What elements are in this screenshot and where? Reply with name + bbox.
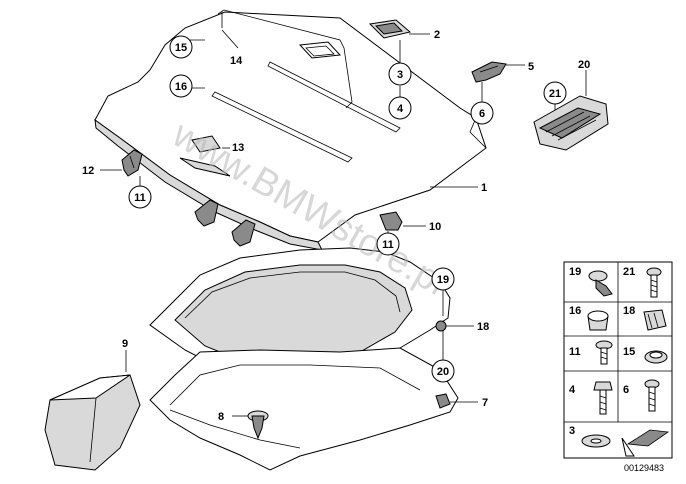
diagram-reference-number: 00129483 [624,463,664,473]
callout-14: 14 [230,55,243,67]
leader-lines [100,29,587,417]
legend-15: 15 [623,346,635,358]
callout-7: 7 [482,397,488,409]
legend-18: 18 [623,305,635,317]
callout-6: 6 [479,108,485,120]
callout-4: 4 [397,103,404,115]
callout-11a: 11 [134,192,146,204]
callout-17: 18 [477,321,489,333]
clip-mid-a [194,199,219,227]
callout-19-circle [431,359,455,383]
callout-8: 8 [218,411,224,423]
legend-11: 11 [569,346,581,358]
callout-10: 10 [429,221,441,233]
part-17-nut [435,320,447,332]
callout-1: 1 [481,182,487,194]
hex-bolt-4-icon [593,381,613,415]
fastener-legend: 19 21 16 18 11 15 4 6 3 [563,261,673,459]
callout-20: 20 [578,59,590,71]
washer-3-icon [581,434,611,448]
legend-16: 16 [569,305,581,317]
callout-12: 12 [82,165,94,177]
callout-6-circle [470,101,494,125]
callout-15-circle [169,35,193,59]
callout-11a-circle [128,185,152,209]
clip-mid-b [231,219,256,247]
callout-11b-circle [376,232,400,256]
legend-21: 21 [623,266,635,278]
callout-5: 5 [528,61,534,73]
callout-18: 19 [437,274,449,286]
callout-13: 13 [232,142,244,154]
callout-3-circle [388,62,412,86]
knob-18-icon [643,309,667,331]
legend-4: 4 [569,384,576,396]
callout-21: 21 [549,88,561,100]
callout-21-circle [543,81,567,105]
callout-4-circle [388,96,412,120]
part-8-pushpin [247,410,269,440]
callout-3: 3 [397,69,403,81]
cap-15-icon [644,350,668,364]
callout-9: 9 [122,338,128,350]
clip-12 [121,149,143,177]
part-5-bracket [471,61,507,83]
callout-2: 2 [434,29,440,41]
part-9-trim [44,374,141,471]
callout-16-circle [169,74,193,98]
expansion-nut-16-icon [587,310,609,331]
callouts: 2 3 4 5 6 20 21 1 10 11 12 11 13 14 15 1… [82,29,590,423]
arrow-icon [620,424,670,457]
part-20-module [533,95,609,151]
lower-liner [149,347,459,471]
callout-16: 16 [175,81,187,93]
screw-6-icon [644,379,660,412]
legend-6: 6 [623,384,629,396]
legend-3: 3 [569,425,575,437]
clip-10 [379,211,403,231]
callout-19: 20 [437,366,449,378]
push-rivet-11-icon [595,340,613,365]
clip-nut-19-icon [588,270,613,297]
legend-19: 19 [569,266,581,278]
callout-15: 15 [175,42,187,54]
callout-18-circle [431,267,455,291]
part-7-stop [435,393,451,409]
floor-panel [94,9,487,251]
screw-21-icon [646,267,662,298]
callout-11b: 11 [382,239,394,251]
part-2-insert [368,19,412,39]
